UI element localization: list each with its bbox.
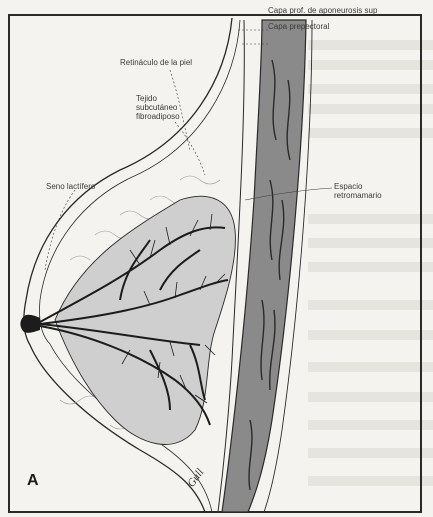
nipple [20, 315, 40, 333]
mammary-gland-lobes [55, 196, 235, 444]
pectoral-muscle [222, 20, 306, 512]
label-seno-lactifero: Seno lactífero [46, 182, 95, 191]
panel-letter: A [27, 472, 39, 490]
label-tejido-subcutaneo: Tejido subcutáneo fibroadiposo [136, 94, 216, 121]
label-espacio-retromamario: Espacio retromamario [334, 182, 404, 200]
label-capa-profunda: Capa prof. de aponeurosis sup [268, 6, 377, 15]
label-capa-prepectoral: Capa prepectoral [268, 22, 329, 31]
label-retinaculo: Retináculo de la piel [120, 58, 192, 67]
